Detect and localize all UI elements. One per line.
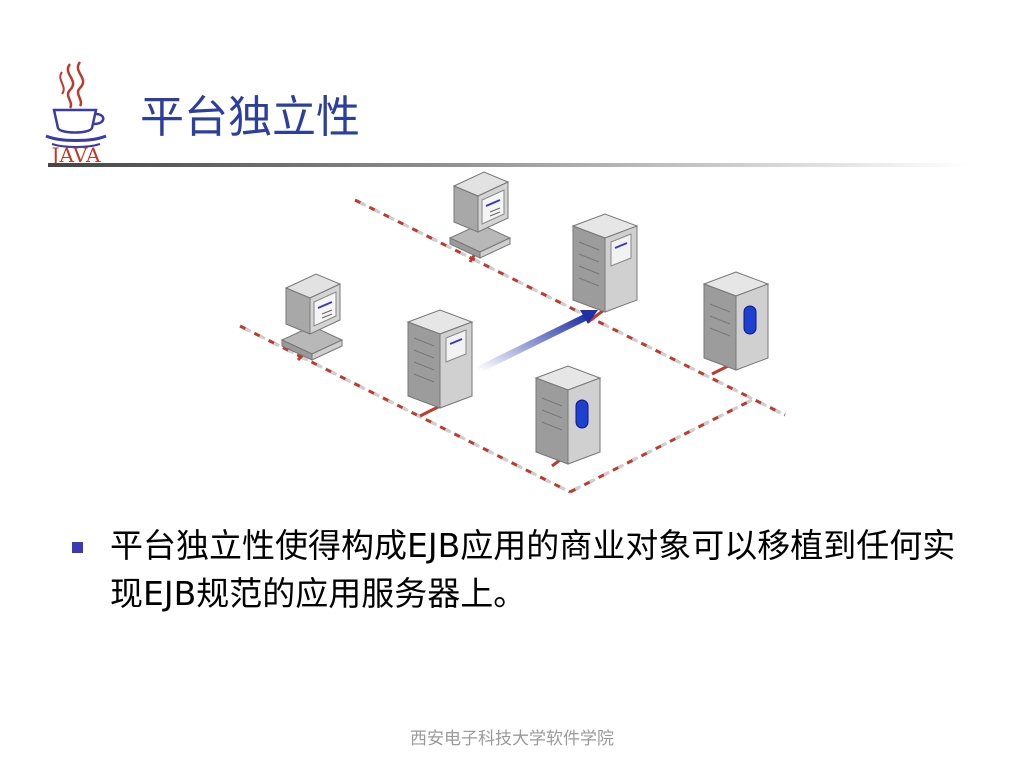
title-divider (48, 163, 968, 167)
workstation-icon (281, 273, 343, 361)
java-logo-icon: JAVA (45, 61, 107, 167)
application-server-icon (535, 365, 601, 465)
server-tower-icon (407, 309, 473, 409)
workstation-icon (449, 171, 511, 259)
bullet-item: 平台独立性使得构成EJB应用的商业对象可以移植到任何实现EJB规范的应用服务器上… (110, 526, 956, 613)
migration-arrow (476, 310, 598, 374)
bullet-square-icon (72, 542, 83, 553)
footer-institution: 西安电子科技大学软件学院 (410, 729, 614, 749)
server-tower-icon (572, 213, 638, 313)
network-line-top (354, 198, 786, 417)
application-server-icon (703, 271, 769, 371)
page-title: 平台独立性 (140, 92, 360, 143)
